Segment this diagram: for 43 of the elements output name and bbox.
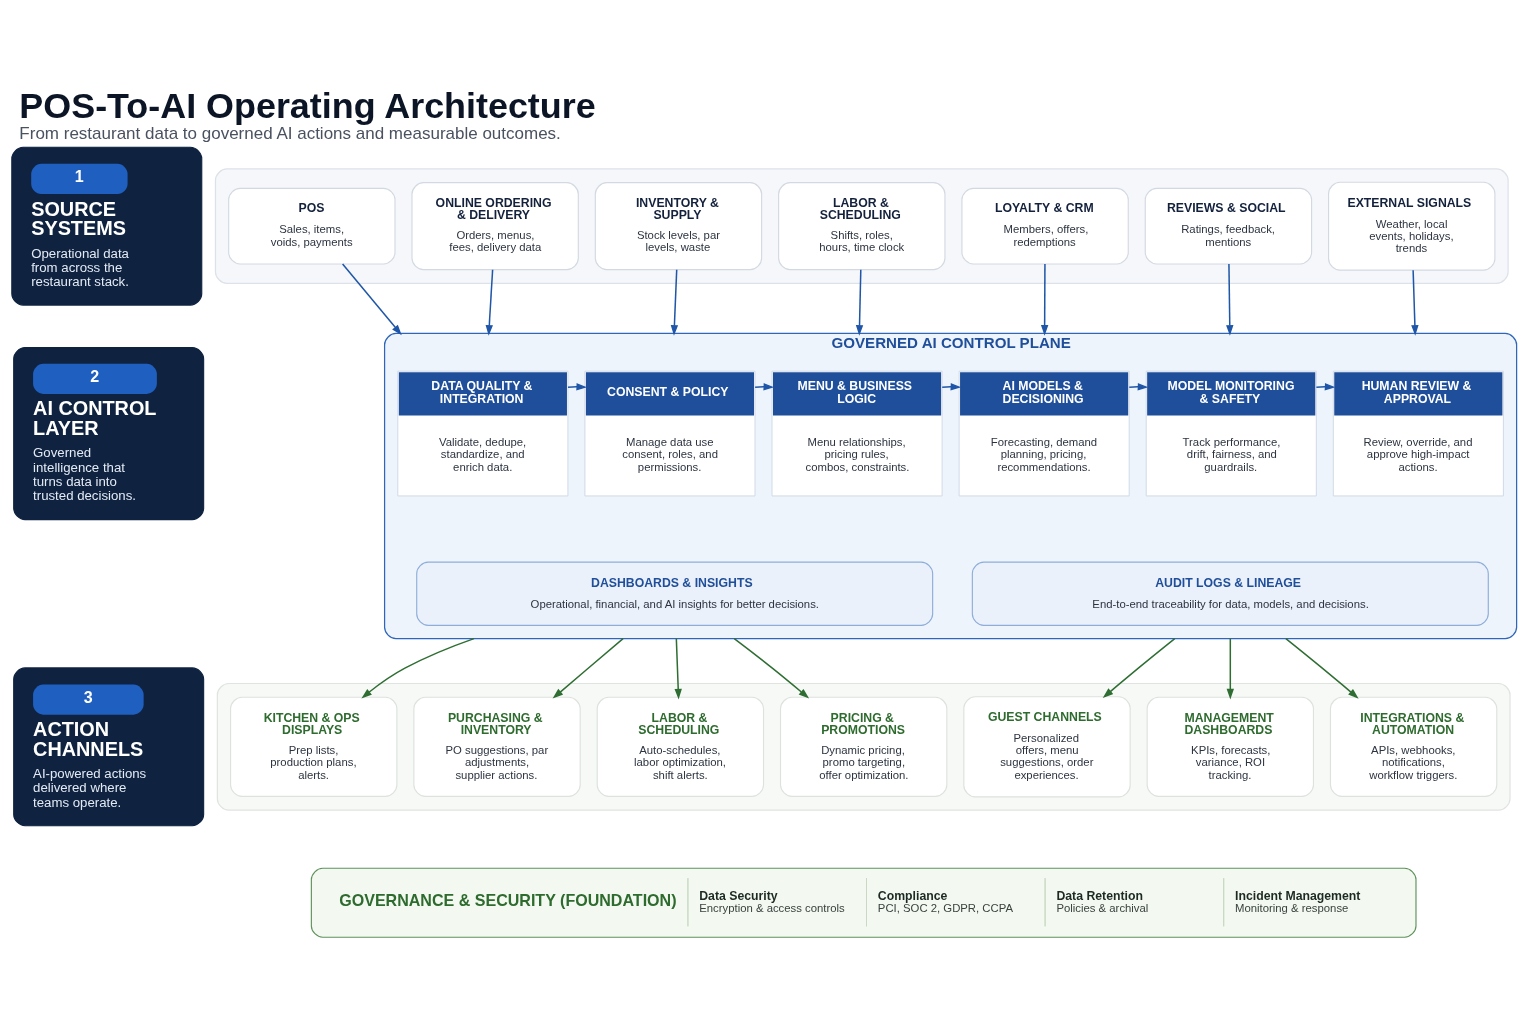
node-box: LABOR & SCHEDULING Shifts, roles, hours, time clock (778, 182, 946, 271)
node-box: MANAGEMENT DASHBOARDS KPIs, forecasts, variance, ROI tracking. (1146, 696, 1315, 797)
cluster (214, 168, 1509, 284)
arrow (361, 637, 475, 699)
node-box: EXTERNAL SIGNALS Weather, local events, holidays, trends (1328, 181, 1496, 271)
arrow (754, 383, 775, 391)
node-box: GOVERNANCE & SECURITY (FOUNDATION) Data Security Encryption & access controls Compliance PCI, SOC 2, GDPR, CCPA Data Retention Policies & archival Incident Management Monitoring & response (310, 867, 1417, 938)
arrow (1411, 269, 1419, 336)
node-box: LABOR & SCHEDULING Auto-schedules, labor optimization, shift alerts. (596, 696, 765, 797)
arrow (485, 268, 494, 336)
arrow (1226, 637, 1234, 700)
node-box: AUDIT LOGS & LINEAGE End-to-end traceability for data, models, and decisions. (971, 561, 1489, 626)
arrow (552, 637, 624, 699)
node-box: DASHBOARDS & INSIGHTS Operational, financial, and AI insights for better decisions. (416, 561, 934, 626)
arrow (670, 268, 679, 336)
node-box: GUEST CHANNELS Personalized offers, menu suggestions, order experiences. (963, 696, 1131, 798)
node-box: 3 ACTION CHANNELS AI-powered actions delivered where teams operate. (13, 667, 205, 827)
arrow (1128, 383, 1149, 391)
diagram-title: POS-To-AI Operating Architecture (19, 86, 596, 127)
arrow (1285, 637, 1359, 699)
arrow (1226, 263, 1234, 336)
arrow (1102, 637, 1176, 698)
arrow (733, 637, 810, 699)
cluster (216, 682, 1511, 811)
node-box: POS Sales, items, voids, payments (228, 187, 396, 265)
node-box: REVIEWS & SOCIAL Ratings, feedback, mentions (1144, 187, 1313, 265)
arrow (567, 383, 588, 391)
arrow (1315, 383, 1336, 391)
arrow (1040, 263, 1049, 336)
node-box: 2 AI CONTROL LAYER Governed intelligence that turns data into trusted decisions. (13, 347, 205, 521)
arrow (341, 263, 402, 336)
node-box: KITCHEN & OPS DISPLAYS Prep lists, production plans, alerts. (230, 696, 398, 797)
node-box: INTEGRATIONS & AUTOMATION APIs, webhooks, notifications, workflow triggers. (1329, 696, 1498, 797)
node-box: PRICING & PROMOTIONS Dynamic pricing, promo targeting, offer optimization. (779, 696, 948, 797)
caption: From restaurant data to governed AI actions and measurable outcomes. (19, 124, 561, 144)
node-box: 1 SOURCE SYSTEMS Operational data from across the restaurant stack. (11, 146, 203, 306)
node-box: LOYALTY & CRM Members, offers, redemptions (961, 187, 1129, 265)
arrow (855, 268, 864, 336)
arrow (941, 383, 962, 391)
node-box: INVENTORY & SUPPLY Stock levels, par levels, waste (594, 182, 763, 271)
node-box: ONLINE ORDERING & DELIVERY Orders, menus, fees, delivery data (411, 182, 579, 271)
node-box: PURCHASING & INVENTORY PO suggestions, par adjustments, supplier actions. (413, 696, 581, 797)
arrow (674, 637, 682, 700)
